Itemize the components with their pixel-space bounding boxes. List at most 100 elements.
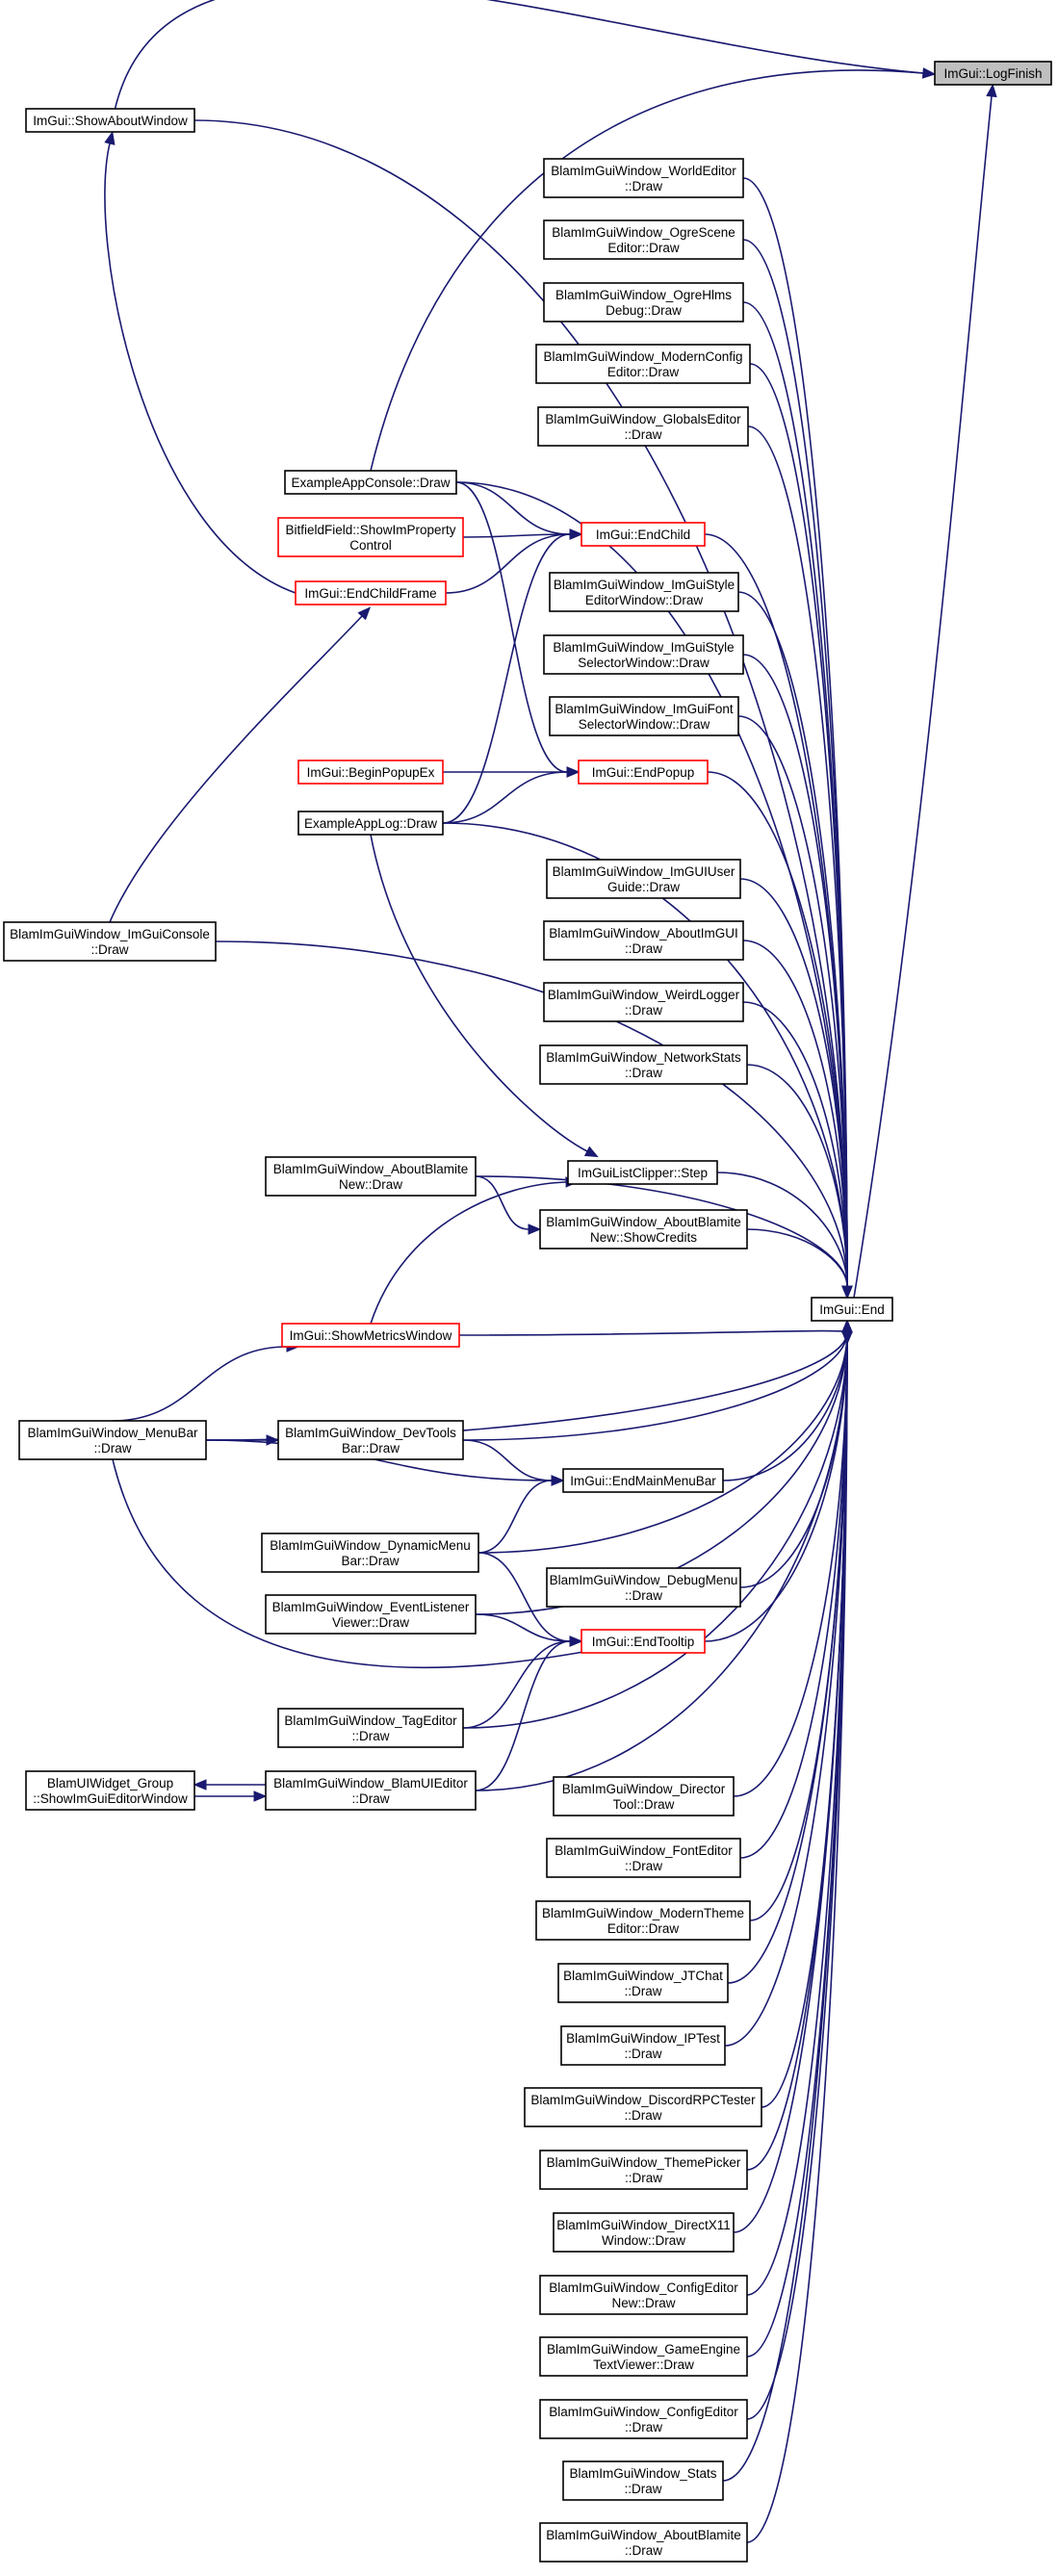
node-box-aboutimgui	[543, 920, 744, 961]
node-aboutimgui[interactable]: BlamImGuiWindow_AboutImGUI::Draw	[543, 920, 744, 961]
node-box-eventlistener	[265, 1594, 477, 1635]
node-box-fontselector	[549, 696, 739, 736]
node-jtchat[interactable]: BlamImGuiWindow_JTChat::Draw	[557, 1963, 729, 2003]
edge-aboutimgui-to-end	[742, 940, 848, 1287]
node-globalseditor[interactable]: BlamImGuiWindow_GlobalsEditor::Draw	[537, 406, 749, 447]
node-label-showabout-0: ImGui::ShowAboutWindow	[33, 114, 188, 128]
node-box-fonteditor	[546, 1838, 741, 1878]
node-beginpopupex[interactable]: ImGui::BeginPopupEx	[297, 760, 444, 785]
edge-userguide-to-end	[739, 878, 848, 1287]
node-label-iptest-1: ::Draw	[624, 2047, 661, 2061]
node-box-moderntheme	[535, 1900, 751, 1941]
edge-dynamicmenu-to-endmainmenubar	[477, 1480, 553, 1554]
node-box-directortool	[553, 1776, 735, 1816]
node-endmainmenubar[interactable]: ImGui::EndMainMenuBar	[562, 1468, 724, 1493]
node-end[interactable]: ImGui::End	[811, 1297, 893, 1322]
edge-menubar-to-endmainmenubar	[205, 1439, 553, 1481]
node-endchild[interactable]: ImGui::EndChild	[581, 522, 706, 547]
node-showmetrics[interactable]: ImGui::ShowMetricsWindow	[281, 1323, 460, 1348]
node-fonteditor[interactable]: BlamImGuiWindow_FontEditor::Draw	[546, 1838, 741, 1878]
node-configeditor[interactable]: BlamImGuiWindow_ConfigEditor::Draw	[539, 2399, 748, 2439]
node-worldeditor[interactable]: BlamImGuiWindow_WorldEditor::Draw	[543, 158, 744, 198]
node-label-blamuieditor-1: ::Draw	[351, 1791, 389, 1806]
edge-fontselector-to-end	[737, 715, 848, 1287]
edge-tageditor-to-endtooltip	[462, 1640, 571, 1729]
node-imguiconsole[interactable]: BlamImGuiWindow_ImGuiConsole::Draw	[3, 921, 217, 962]
arrowhead-imguiconsole-to-endchildframe	[357, 606, 372, 621]
node-box-blamuieditor	[265, 1770, 477, 1811]
node-label-endpopup-0: ImGui::EndPopup	[592, 765, 695, 780]
node-label-bitfield-0: BitfieldField::ShowImProperty	[285, 523, 455, 537]
node-label-tageditor-0: BlamImGuiWindow_TagEditor	[284, 1713, 457, 1728]
node-gameengine[interactable]: BlamImGuiWindow_GameEngineTextViewer::Dr…	[539, 2336, 748, 2377]
edge-eventlistener-to-endtooltip	[475, 1613, 571, 1642]
node-menubar[interactable]: BlamImGuiWindow_MenuBar::Draw	[18, 1420, 207, 1460]
node-label-userguide-1: Guide::Draw	[607, 880, 680, 894]
node-box-endmainmenubar	[562, 1468, 724, 1493]
node-box-endtooltip	[581, 1629, 706, 1654]
node-label-themepicker-1: ::Draw	[625, 2171, 662, 2185]
node-label-stats-0: BlamImGuiWindow_Stats	[569, 2466, 716, 2481]
node-box-tageditor	[277, 1708, 464, 1748]
node-discordrpc[interactable]: BlamImGuiWindow_DiscordRPCTester::Draw	[524, 2087, 762, 2127]
node-label-configeditor-0: BlamImGuiWindow_ConfigEditor	[549, 2405, 738, 2419]
node-label-debugmenu-0: BlamImGuiWindow_DebugMenu	[550, 1573, 738, 1587]
node-stats[interactable]: BlamImGuiWindow_Stats::Draw	[562, 2460, 724, 2501]
node-box-beginpopupex	[297, 760, 444, 785]
node-label-networkstats-0: BlamImGuiWindow_NetworkStats	[546, 1050, 741, 1065]
node-debugmenu[interactable]: BlamImGuiWindow_DebugMenu::Draw	[546, 1567, 741, 1608]
node-widgetgroup[interactable]: BlamUIWidget_Group::ShowImGuiEditorWindo…	[25, 1770, 195, 1811]
node-blamuieditor[interactable]: BlamImGuiWindow_BlamUIEditor::Draw	[265, 1770, 477, 1811]
node-weirdlogger[interactable]: BlamImGuiWindow_WeirdLogger::Draw	[543, 982, 744, 1022]
edge-weirdlogger-to-end	[742, 1001, 848, 1287]
edge-endchildframe-to-showabout	[104, 142, 297, 594]
node-label-fontselector-1: SelectorWindow::Draw	[579, 717, 710, 732]
node-label-directortool-0: BlamImGuiWindow_Director	[562, 1782, 726, 1796]
node-label-styleselector-0: BlamImGuiWindow_ImGuiStyle	[553, 640, 734, 655]
node-endpopup[interactable]: ImGui::EndPopup	[578, 760, 709, 785]
edge-devtools-to-end	[462, 1331, 848, 1441]
node-box-iptest	[560, 2025, 726, 2066]
node-showabout[interactable]: ImGui::ShowAboutWindow	[25, 108, 195, 133]
edge-imguiconsole-to-end	[215, 940, 848, 1287]
node-aboutblamite[interactable]: BlamImGuiWindow_AboutBlamite::Draw	[539, 2522, 748, 2563]
edge-showmetrics-to-listclipper	[370, 1181, 567, 1325]
node-fontselector[interactable]: BlamImGuiWindow_ImGuiFontSelectorWindow:…	[549, 696, 739, 736]
node-exampleconsole[interactable]: ExampleAppConsole::Draw	[284, 470, 457, 495]
node-label-gameengine-0: BlamImGuiWindow_GameEngine	[547, 2342, 740, 2357]
node-endtooltip[interactable]: ImGui::EndTooltip	[581, 1629, 706, 1654]
node-iptest[interactable]: BlamImGuiWindow_IPTest::Draw	[560, 2025, 726, 2066]
node-label-fontselector-0: BlamImGuiWindow_ImGuiFont	[555, 702, 734, 716]
node-showcredits[interactable]: BlamImGuiWindow_AboutBlamiteNew::ShowCre…	[539, 1209, 748, 1249]
node-listclipper[interactable]: ImGuiListClipper::Step	[567, 1160, 718, 1185]
node-label-showcredits-1: New::ShowCredits	[590, 1230, 697, 1245]
node-styleselector[interactable]: BlamImGuiWindow_ImGuiStyleSelectorWindow…	[543, 634, 744, 675]
edges-layer	[104, 0, 997, 2543]
node-eventlistener[interactable]: BlamImGuiWindow_EventListenerViewer::Dra…	[265, 1594, 477, 1635]
node-tageditor[interactable]: BlamImGuiWindow_TagEditor::Draw	[277, 1708, 464, 1748]
edge-showcredits-to-end	[746, 1228, 848, 1287]
node-themepicker[interactable]: BlamImGuiWindow_ThemePicker::Draw	[539, 2150, 748, 2190]
edge-stats-to-end	[722, 1331, 848, 2482]
node-label-beginpopupex-0: ImGui::BeginPopupEx	[307, 765, 435, 780]
node-networkstats[interactable]: BlamImGuiWindow_NetworkStats::Draw	[539, 1044, 748, 1085]
nodes-layer: ImGui::LogFinishImGui::ShowAboutWindowBl…	[3, 61, 1052, 2563]
node-examplelog[interactable]: ExampleAppLog::Draw	[297, 811, 444, 836]
node-stylewindow[interactable]: BlamImGuiWindow_ImGuiStyleEditorWindow::…	[549, 572, 739, 612]
arrowhead-imguiconsole-to-end	[841, 1285, 853, 1300]
edge-iptest-to-end	[724, 1331, 848, 2047]
node-box-jtchat	[557, 1963, 729, 2003]
node-endchildframe[interactable]: ImGui::EndChildFrame	[295, 580, 447, 605]
